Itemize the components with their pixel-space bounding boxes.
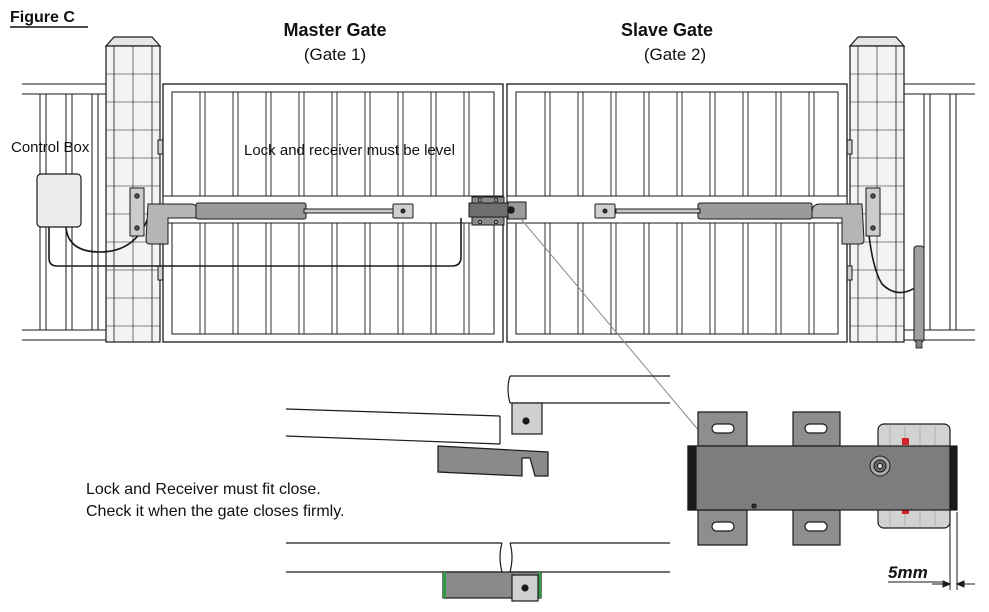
gap-dimension: [888, 512, 975, 590]
control-box-icon: [36, 173, 82, 228]
lock-icon: [468, 196, 510, 226]
master-gate-subtitle: (Gate 1): [304, 45, 366, 64]
gate-closing-detail: [285, 375, 670, 477]
slave-gate-title: Slave Gate: [621, 20, 713, 40]
actuator-cable-right: [867, 225, 919, 294]
actuator-icon-right: [594, 187, 881, 245]
fence-right: [904, 83, 975, 341]
master-gate-title: Master Gate: [283, 20, 386, 40]
level-note: Lock and receiver must be level: [244, 142, 455, 159]
fit-note-line1: Lock and Receiver must fit close.: [86, 481, 321, 498]
gate-closed-detail: [286, 542, 670, 602]
figure-label: Figure C: [10, 9, 75, 26]
lock-top-view: [687, 411, 958, 546]
keyhole-icon: [869, 455, 891, 477]
actuator-icon: [129, 187, 414, 245]
detail-leader-line: [520, 218, 701, 433]
receiver-icon: [507, 201, 527, 220]
post-sensor-icon: [913, 245, 925, 349]
control-box-label: Control Box: [11, 139, 90, 156]
fit-note-line2: Check it when the gate closes firmly.: [86, 503, 344, 520]
lock-cable: [48, 218, 462, 267]
slave-gate-subtitle: (Gate 2): [644, 45, 706, 64]
gap-label: 5mm: [888, 563, 928, 582]
